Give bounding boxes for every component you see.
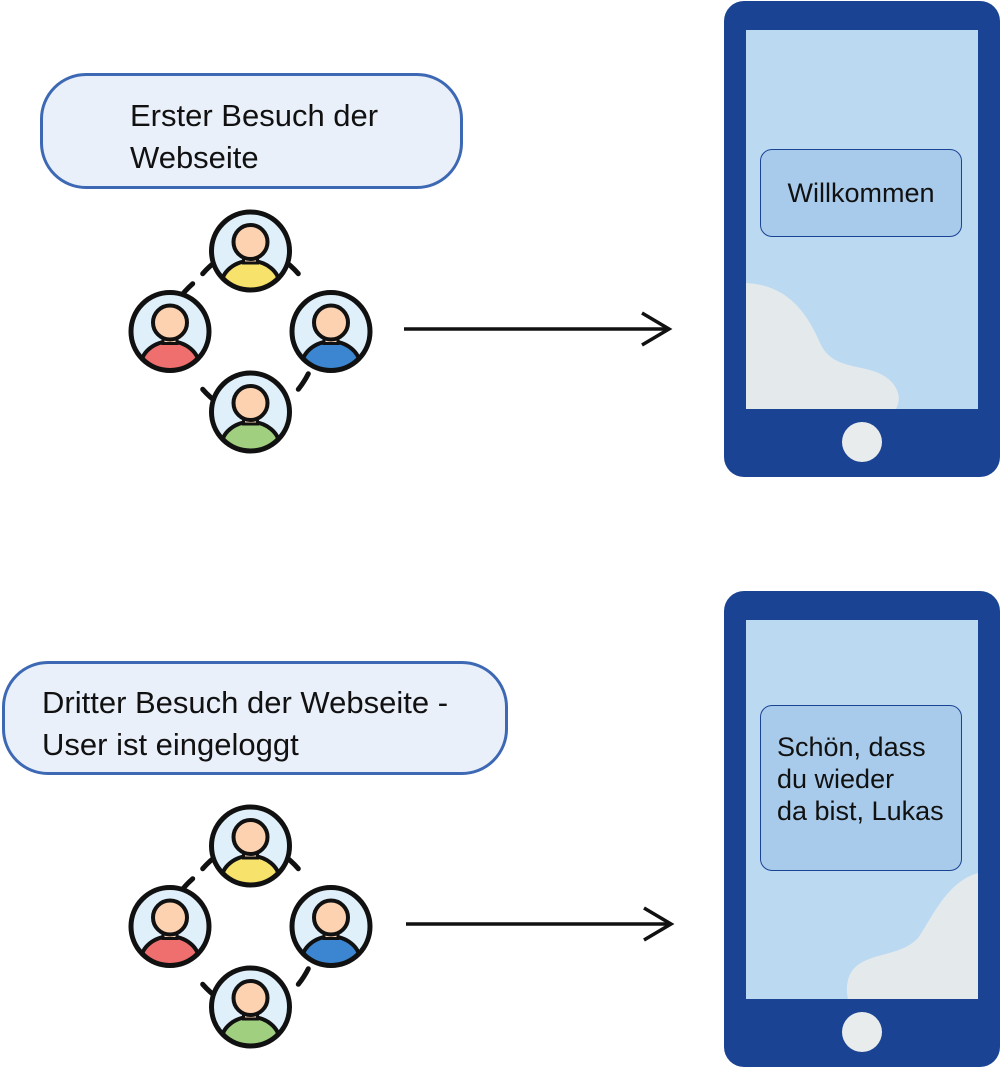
visit-label-line: Erster Besuch der: [130, 98, 379, 133]
visit-label-line: User ist eingeloggt: [42, 727, 299, 762]
phone-message-line: du wieder: [777, 764, 895, 794]
user-avatar-yellow: [209, 209, 292, 293]
user-group-icon: [128, 209, 373, 454]
arrow-right-icon: [406, 906, 675, 942]
user-avatar-yellow: [209, 804, 292, 888]
phone-message-line: Schön, dass: [777, 732, 926, 762]
phone-message-line: da bist, Lukas: [777, 796, 944, 826]
user-avatar-blue: [289, 885, 373, 968]
phone-message-box: Willkommen: [760, 149, 962, 237]
visit-label-line: Dritter Besuch der Webseite -: [42, 685, 449, 720]
user-group-icon: [128, 804, 373, 1049]
visit-label-bubble: Dritter Besuch der Webseite - User ist e…: [2, 661, 508, 775]
smartphone-icon: Willkommen: [724, 1, 1000, 477]
smartphone-icon: Schön, dass du wieder da bist, Lukas: [724, 591, 1000, 1067]
home-button: [842, 1012, 882, 1052]
user-avatar-blue: [289, 290, 373, 373]
phone-message-line: Willkommen: [787, 178, 935, 208]
home-button: [842, 422, 882, 462]
user-avatar-red: [128, 290, 212, 373]
visit-label-bubble: Erster Besuch der Webseite: [40, 73, 463, 189]
screen-decoration: [846, 873, 978, 999]
screen-decoration: [746, 283, 899, 409]
user-avatar-green: [209, 370, 292, 454]
user-avatar-red: [128, 885, 212, 968]
phone-message-box: Schön, dass du wieder da bist, Lukas: [760, 705, 962, 871]
arrow-right-icon: [404, 311, 673, 347]
user-avatar-green: [209, 965, 292, 1049]
visit-label-line: Webseite: [130, 140, 259, 175]
